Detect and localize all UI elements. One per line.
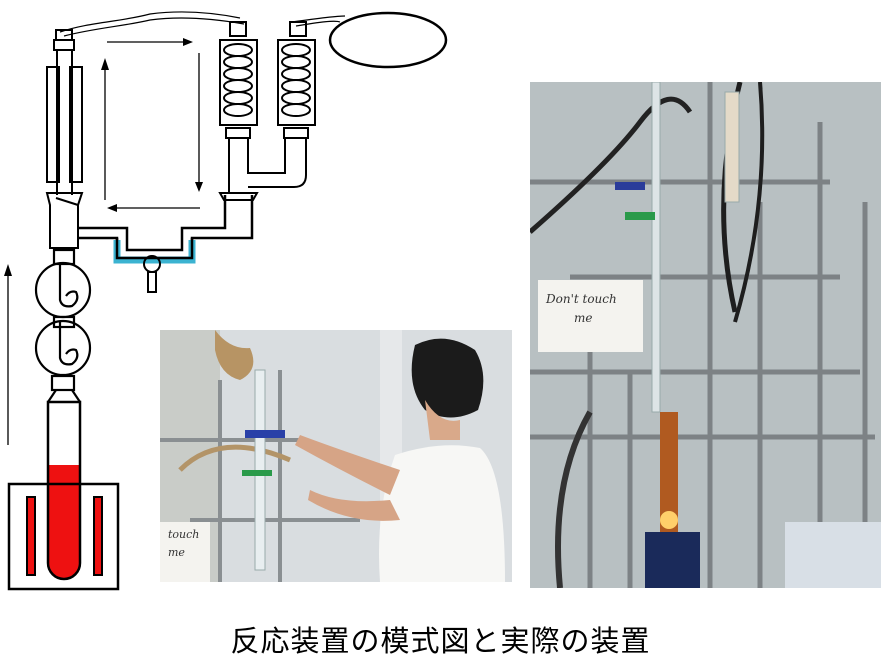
test-tube-liquid bbox=[49, 465, 79, 578]
joint bbox=[53, 39, 75, 51]
photo-operator-at-apparatus: touch me bbox=[160, 330, 512, 582]
reactor-pipe bbox=[78, 195, 227, 252]
sign-line-1: touch bbox=[168, 528, 200, 541]
sign-line-2: me bbox=[574, 311, 593, 326]
condenser-1 bbox=[219, 21, 286, 193]
trap-bulbs bbox=[34, 248, 92, 403]
gas-balloon bbox=[328, 11, 448, 69]
gas-tube bbox=[63, 17, 245, 37]
photo-apparatus-closeup: Don't touch me bbox=[530, 82, 881, 588]
figure-caption: 反応装置の模式図と実際の装置 bbox=[230, 624, 651, 658]
heater-box bbox=[7, 482, 120, 591]
condenser-2 bbox=[248, 21, 316, 188]
joint bbox=[218, 192, 259, 201]
heater-element bbox=[93, 496, 103, 576]
test-tube bbox=[46, 400, 82, 581]
column-inner bbox=[56, 50, 73, 195]
warning-sign: touch me bbox=[160, 522, 210, 582]
gas-tube bbox=[295, 20, 341, 27]
flow-arrows bbox=[4, 38, 203, 445]
sign-line-1: Don't touch bbox=[546, 292, 617, 306]
column-bottom bbox=[45, 192, 84, 249]
column-jacket-right bbox=[69, 66, 83, 183]
apparatus-schematic bbox=[4, 11, 448, 591]
sign-line-2: me bbox=[168, 545, 185, 559]
photo-scene bbox=[160, 330, 505, 582]
column-jacket-left bbox=[46, 66, 60, 183]
warning-sign: Don't touch me bbox=[538, 280, 643, 352]
gas-tube bbox=[59, 11, 241, 33]
heater-element bbox=[26, 496, 36, 576]
reactor-pipe bbox=[115, 238, 194, 260]
stopcock-stem bbox=[147, 271, 157, 293]
